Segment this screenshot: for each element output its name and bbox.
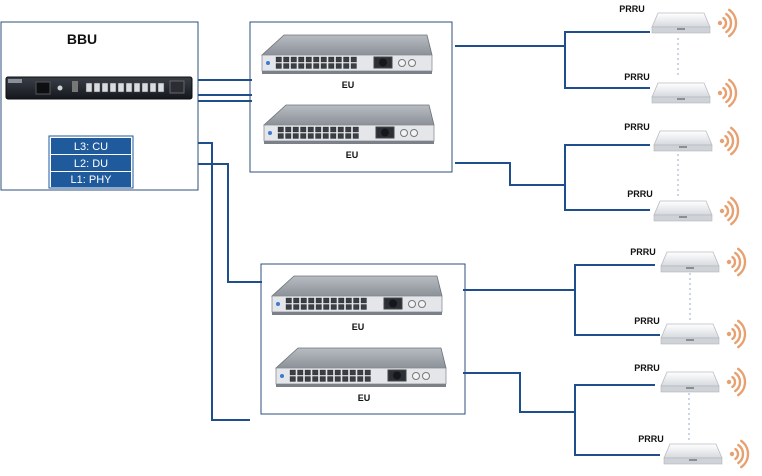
link-line [198, 163, 262, 283]
access-point-icon [653, 130, 713, 146]
layer-du-label: L2: DU [74, 158, 108, 170]
switch-icon [274, 347, 447, 369]
prru-unit: PRRU [624, 72, 738, 108]
link-line [564, 46, 650, 89]
wireless-signal-icon [726, 247, 747, 277]
prru-label: PRRU [619, 4, 645, 14]
protocol-layer-stack: L3: CU L2: DU L1: PHY [48, 135, 134, 189]
eu-group-top-box [249, 21, 453, 173]
wireless-signal-icon [726, 367, 747, 397]
link-line [463, 372, 655, 413]
prru-unit: PRRU [634, 363, 747, 397]
wireless-signal-icon [726, 319, 747, 349]
wireless-signal-icon [717, 8, 738, 38]
prru-unit: PRRU [630, 247, 747, 277]
layer-phy-label: L1: PHY [71, 174, 113, 186]
prru-label: PRRU [630, 247, 656, 257]
rack-unit-icon [5, 76, 193, 100]
switch-icon [260, 34, 433, 56]
link-line [574, 290, 660, 336]
eu-switch: EU [274, 347, 447, 403]
prru-unit: PRRU [634, 316, 747, 349]
prru-unit: PRRU [627, 189, 740, 226]
bbu-title: BBU [67, 31, 97, 47]
prru-label: PRRU [627, 189, 653, 199]
eu-label: EU [342, 80, 355, 90]
eu-label: EU [358, 393, 371, 403]
prru-label: PRRU [624, 72, 650, 82]
layer-phy [51, 172, 131, 187]
prru-unit: PRRU [638, 434, 750, 469]
eu-switch: EU [262, 104, 435, 160]
wireless-signal-icon [717, 78, 738, 108]
wireless-signal-icon [729, 439, 750, 469]
link-line [574, 412, 660, 456]
layer-du [51, 155, 131, 171]
access-point-icon [660, 323, 720, 339]
link-line [455, 144, 650, 186]
prru-unit: PRRU [624, 122, 740, 156]
prru-label: PRRU [634, 363, 660, 373]
prru-label: PRRU [638, 434, 664, 444]
link-line [455, 31, 650, 47]
switch-icon [262, 104, 435, 126]
eu-switch: EU [260, 34, 433, 90]
access-point-icon [653, 200, 713, 216]
eu-label: EU [352, 322, 365, 332]
link-line [463, 264, 655, 291]
switch-icon [270, 275, 443, 297]
eu-group-bottom-box [260, 263, 466, 415]
wireless-signal-icon [719, 196, 740, 226]
access-point-icon [660, 251, 720, 267]
prru-label: PRRU [634, 316, 660, 326]
access-point-icon [651, 82, 711, 98]
eu-label: EU [346, 150, 359, 160]
wireless-signal-icon [719, 126, 740, 156]
prru-label: PRRU [624, 122, 650, 132]
access-point-icon [663, 443, 723, 459]
access-point-icon [660, 371, 720, 387]
layer-cu [51, 138, 131, 154]
layer-cu-label: L3: CU [74, 141, 108, 153]
prru-unit: PRRU [619, 4, 738, 38]
access-point-icon [651, 12, 711, 28]
bbu-unit: BBU L3: CU L2: DU L1: PHY [0, 21, 199, 191]
connection-links [198, 31, 691, 456]
link-line [198, 142, 250, 421]
eu-switch: EU [270, 275, 443, 332]
link-line [564, 185, 650, 211]
